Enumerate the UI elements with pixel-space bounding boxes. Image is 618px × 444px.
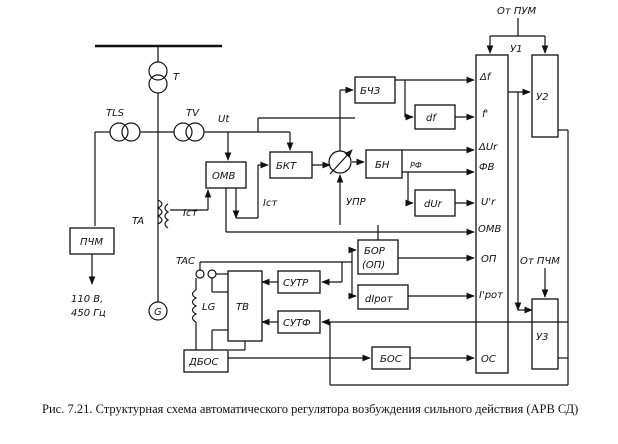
bchz-label: БЧЗ [360,86,381,97]
df-label: df [426,113,437,124]
bkt-label: БКТ [276,161,297,172]
tac-symbol [195,269,217,279]
input-label-op: ОП [481,254,497,265]
dbos-label: ДБОС [188,357,219,368]
label-ict-left: Iст [183,208,198,219]
field-winding-lg-symbol [191,278,228,350]
pchm-label: ПЧМ [80,237,103,248]
amplifier-interconnect [508,88,569,380]
label-tls: TLS [106,108,125,119]
input-label-os: ОС [481,354,496,365]
bn-block [365,149,403,179]
tac-wiring [199,246,357,300]
dur-block [414,189,456,217]
feedback-wiring [228,341,475,362]
bos-label: БОС [380,354,402,365]
dur-label: dUr [424,199,443,210]
label-lg: LG [202,302,216,313]
dirot-block [357,284,409,310]
bor-wiring [339,200,475,262]
figure-caption: Рис. 7.21. Структурная схема автоматичес… [42,402,579,416]
label-y1: У1 [510,44,522,55]
input-label-f-prime: f' [482,109,488,120]
sutf-wiring [261,318,569,386]
amplifier-y3-block [531,298,559,370]
bchz-block [354,76,396,104]
label-ut: Ut [218,114,230,125]
generator-g-symbol [148,301,168,321]
voltage-channel-wiring [352,146,475,207]
input-label-i-rot: I'рот [479,290,504,301]
transformer-t-symbol [148,46,168,302]
bor-block [357,239,399,275]
sutr-label: СУТР [283,278,309,289]
transformer-tv-symbol [173,122,205,142]
upr-switch-symbol [328,149,353,200]
pum-feed-lines [486,18,549,54]
label-y3: У3 [536,332,548,343]
transformer-tls-symbol [109,122,141,142]
bor-sub-label: (ОП) [362,260,385,271]
sutf-label: СУТФ [283,318,311,329]
supply-frequency-label: 450 Гц [71,308,106,319]
amplifier-y2-block [531,54,559,138]
label-g: G [154,307,162,318]
amplifier-y1-block [475,54,509,374]
omv-block [205,161,247,189]
input-label-delta-ur: ΔUr [478,142,498,153]
tb-label: ТВ [236,302,249,313]
frequency-channel-wiring [339,76,475,151]
input-label-ur-prime: U'r [481,197,496,208]
dbos-block [183,349,229,373]
input-label-omv: ОМВ [478,224,501,235]
label-ict-right: Iст [263,198,278,209]
label-t: T [173,72,180,83]
dirot-label: dIрот [365,294,394,305]
label-upr: УПР [346,197,367,208]
input-label-delta-f: Δf [479,72,492,83]
current-transformer-ta-symbol [156,199,170,229]
supply-voltage-label: 110 В, [71,294,103,305]
bn-label: БН [375,160,390,171]
label-ot-pum: От ПУМ [497,6,536,17]
label-ta: TA [132,216,144,227]
input-label-fv: ФВ [479,162,495,173]
df-block [414,104,456,130]
tls-tv-wiring [94,131,272,226]
label-rf: РФ [410,161,422,170]
omv-bkt-wiring [170,117,475,236]
label-ot-pchm: От ПЧМ [520,256,560,267]
omv-label: ОМВ [212,171,235,182]
bkt-block [269,151,313,179]
label-tac: TAC [176,256,195,267]
bor-label: БОР [364,246,386,257]
label-tv: TV [186,108,200,119]
tb-block [227,270,263,342]
label-y2: У2 [536,92,548,103]
